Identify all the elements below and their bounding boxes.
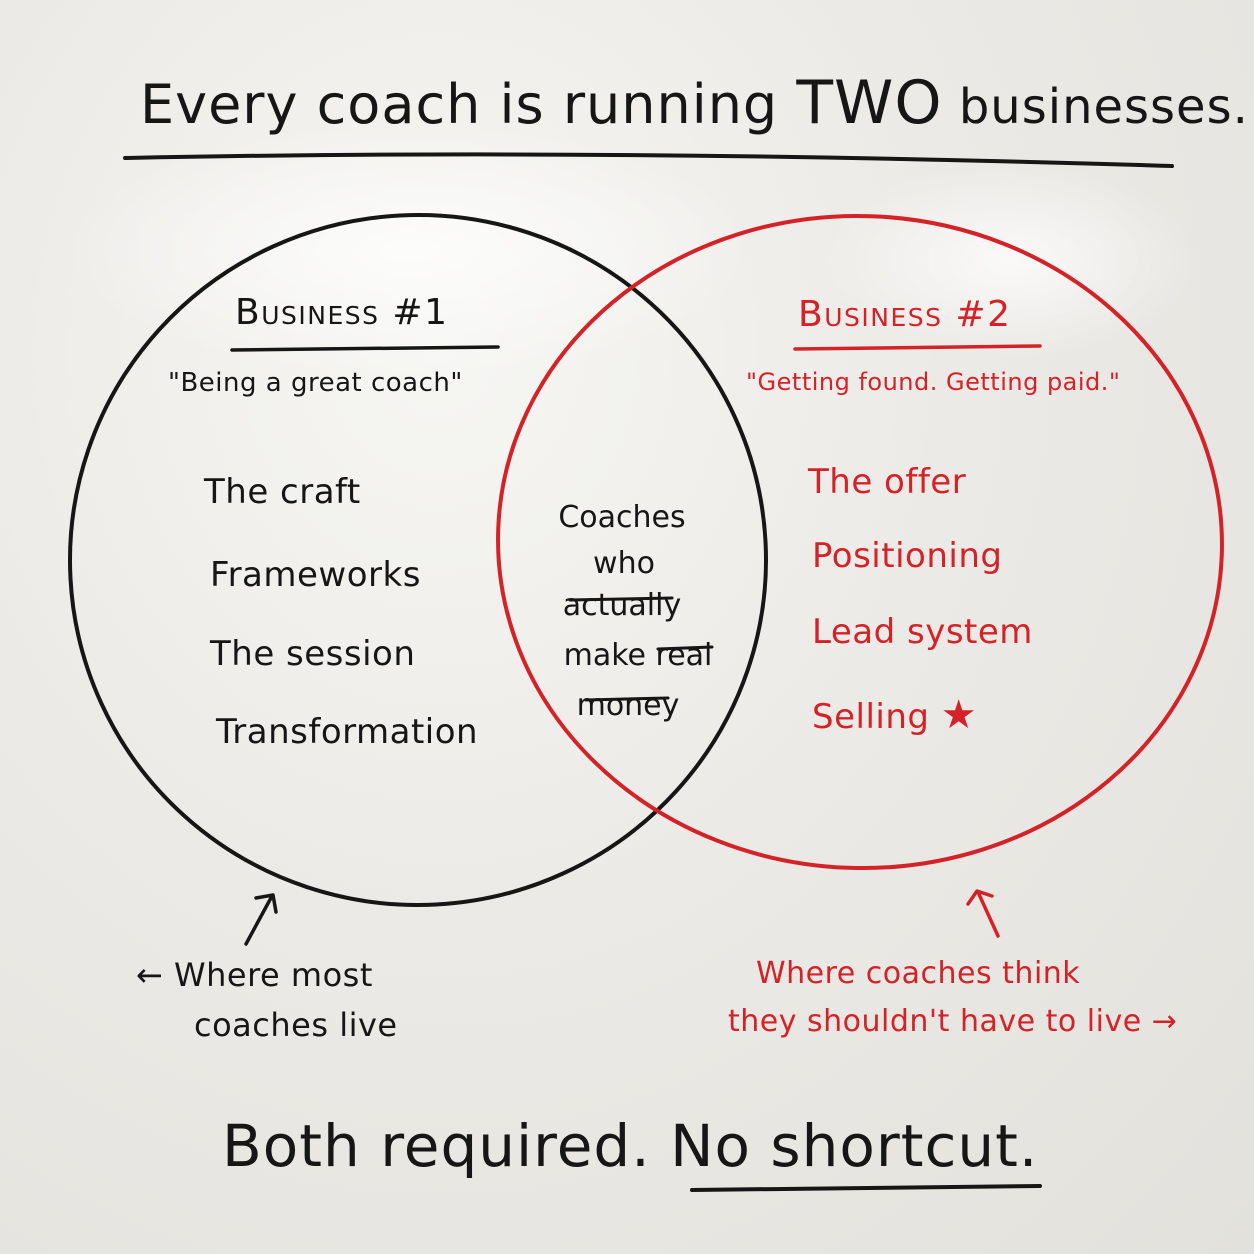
business2-item: Selling ★ (812, 692, 977, 738)
title-underline (123, 152, 1174, 168)
business2-note-line2: they shouldn't have to live (728, 1004, 1142, 1039)
business2-heading-underline (793, 344, 1042, 351)
business1-item: Transformation (216, 712, 479, 752)
business1-quote: "Being a great coach" (168, 368, 463, 398)
business2-heading: Business #2 (798, 294, 1012, 335)
intersection-line: Coaches (558, 500, 686, 535)
business1-note-line1: Where most (173, 956, 373, 994)
business1-heading-underline (230, 345, 500, 352)
business2-note-line1: Where coaches think (756, 956, 1081, 991)
footer-part1: Both required. (222, 1112, 651, 1180)
business1-item: The craft (204, 472, 361, 512)
business2-pointer-arrow (966, 889, 1000, 938)
business2-item-label: Selling (812, 697, 930, 737)
money-underline (584, 696, 670, 702)
title-emphasis: TWO (796, 68, 943, 138)
business2-item: The offer (808, 462, 967, 502)
footer-text: Both required. No shortcut. (222, 1112, 1038, 1180)
business1-circle (68, 212, 768, 908)
right-arrow-icon: → (1151, 1004, 1178, 1039)
title-suffix: businesses. (942, 79, 1249, 135)
intersection-make: make (563, 638, 646, 673)
business1-heading: Business #1 (235, 292, 449, 333)
intersection-real: real (655, 638, 713, 673)
business1-note: ← Where most (136, 956, 373, 994)
left-arrow-icon: ← (136, 956, 164, 994)
page-title: Every coach is running TWO businesses. (140, 68, 1249, 138)
business2-quote: "Getting found. Getting paid." (746, 368, 1121, 396)
intersection-line: make real (548, 638, 728, 673)
business1-item: Frameworks (210, 555, 421, 595)
business2-item: Positioning (812, 536, 1003, 576)
title-prefix: Every coach is running (140, 73, 797, 136)
intersection-line: actually (562, 588, 682, 623)
business1-pointer-arrow (244, 893, 278, 946)
footer-part2: No shortcut. (670, 1112, 1039, 1180)
footer-underline (690, 1184, 1042, 1192)
business1-note-line2: coaches live (194, 1006, 398, 1044)
actually-underline (568, 596, 674, 602)
intersection-line: who (593, 546, 655, 581)
business2-item: Lead system (812, 612, 1033, 652)
real-underline (656, 645, 714, 651)
business1-item: The session (210, 634, 416, 674)
intersection-line: money (576, 688, 680, 723)
business2-circle (496, 213, 1224, 871)
star-icon: ★ (940, 692, 978, 738)
business2-note: they shouldn't have to live → (728, 1004, 1177, 1039)
